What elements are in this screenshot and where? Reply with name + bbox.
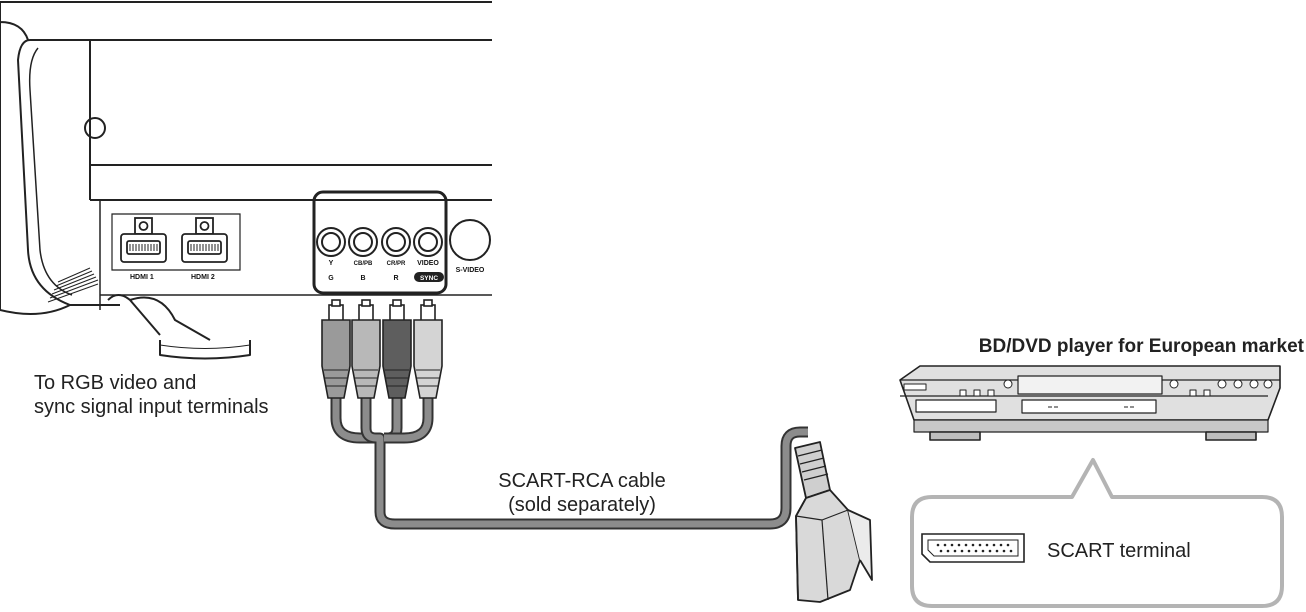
hdmi-panel — [111, 213, 241, 271]
projector-body — [0, 1, 492, 310]
svideo-port — [449, 219, 491, 261]
scart-socket-icon — [921, 533, 1025, 563]
jack-cr — [381, 227, 411, 257]
rca-input-group — [312, 190, 491, 295]
jack-cr-label-top: CR/PR — [387, 261, 406, 267]
jack-y — [316, 227, 346, 257]
hdmi2-label: HDMI 2 — [191, 274, 215, 281]
rca-highlight-box — [312, 190, 448, 295]
rca-plug-1 — [321, 299, 351, 399]
rca-plug-4 — [413, 299, 443, 399]
scart-terminal-callout — [910, 458, 1284, 608]
svideo-label: S-VIDEO — [456, 267, 485, 274]
rca-plug-2 — [351, 299, 381, 399]
rgb-input-label-line2: sync signal input terminals — [34, 396, 269, 418]
jack-cr-label-bottom: R — [393, 275, 398, 282]
jack-cb-label-bottom: B — [360, 275, 365, 282]
cable-label-line1: SCART-RCA cable — [498, 470, 665, 492]
hdmi2-port — [181, 217, 228, 263]
jack-video — [413, 227, 443, 257]
jack-video-label-bottom: SYNC — [420, 275, 438, 282]
player-foot-right — [1205, 431, 1257, 441]
vent-grille — [47, 267, 99, 303]
projector — [0, 1, 492, 360]
cable-label-line2: (sold separately) — [508, 494, 656, 516]
hdmi1-label: HDMI 1 — [130, 274, 154, 281]
jack-y-label-bottom: G — [328, 275, 334, 282]
scart-plug — [794, 441, 873, 603]
jack-cb-label-top: CB/PB — [354, 261, 373, 267]
jack-cb — [348, 227, 378, 257]
rgb-input-label-line1: To RGB video and — [34, 372, 196, 394]
jack-video-label-top: VIDEO — [417, 260, 439, 267]
rca-plug-3 — [382, 299, 412, 399]
player-foot-left — [929, 431, 981, 441]
screw-hole — [84, 117, 106, 139]
hdmi1-port — [120, 217, 167, 263]
player-title: BD/DVD player for European market — [979, 336, 1305, 357]
bd-dvd-player — [899, 365, 1281, 441]
scart-terminal-label: SCART terminal — [1047, 540, 1191, 562]
sync-badge — [414, 272, 444, 282]
jack-y-label-top: Y — [329, 260, 334, 267]
scart-rca-cable — [330, 395, 808, 530]
